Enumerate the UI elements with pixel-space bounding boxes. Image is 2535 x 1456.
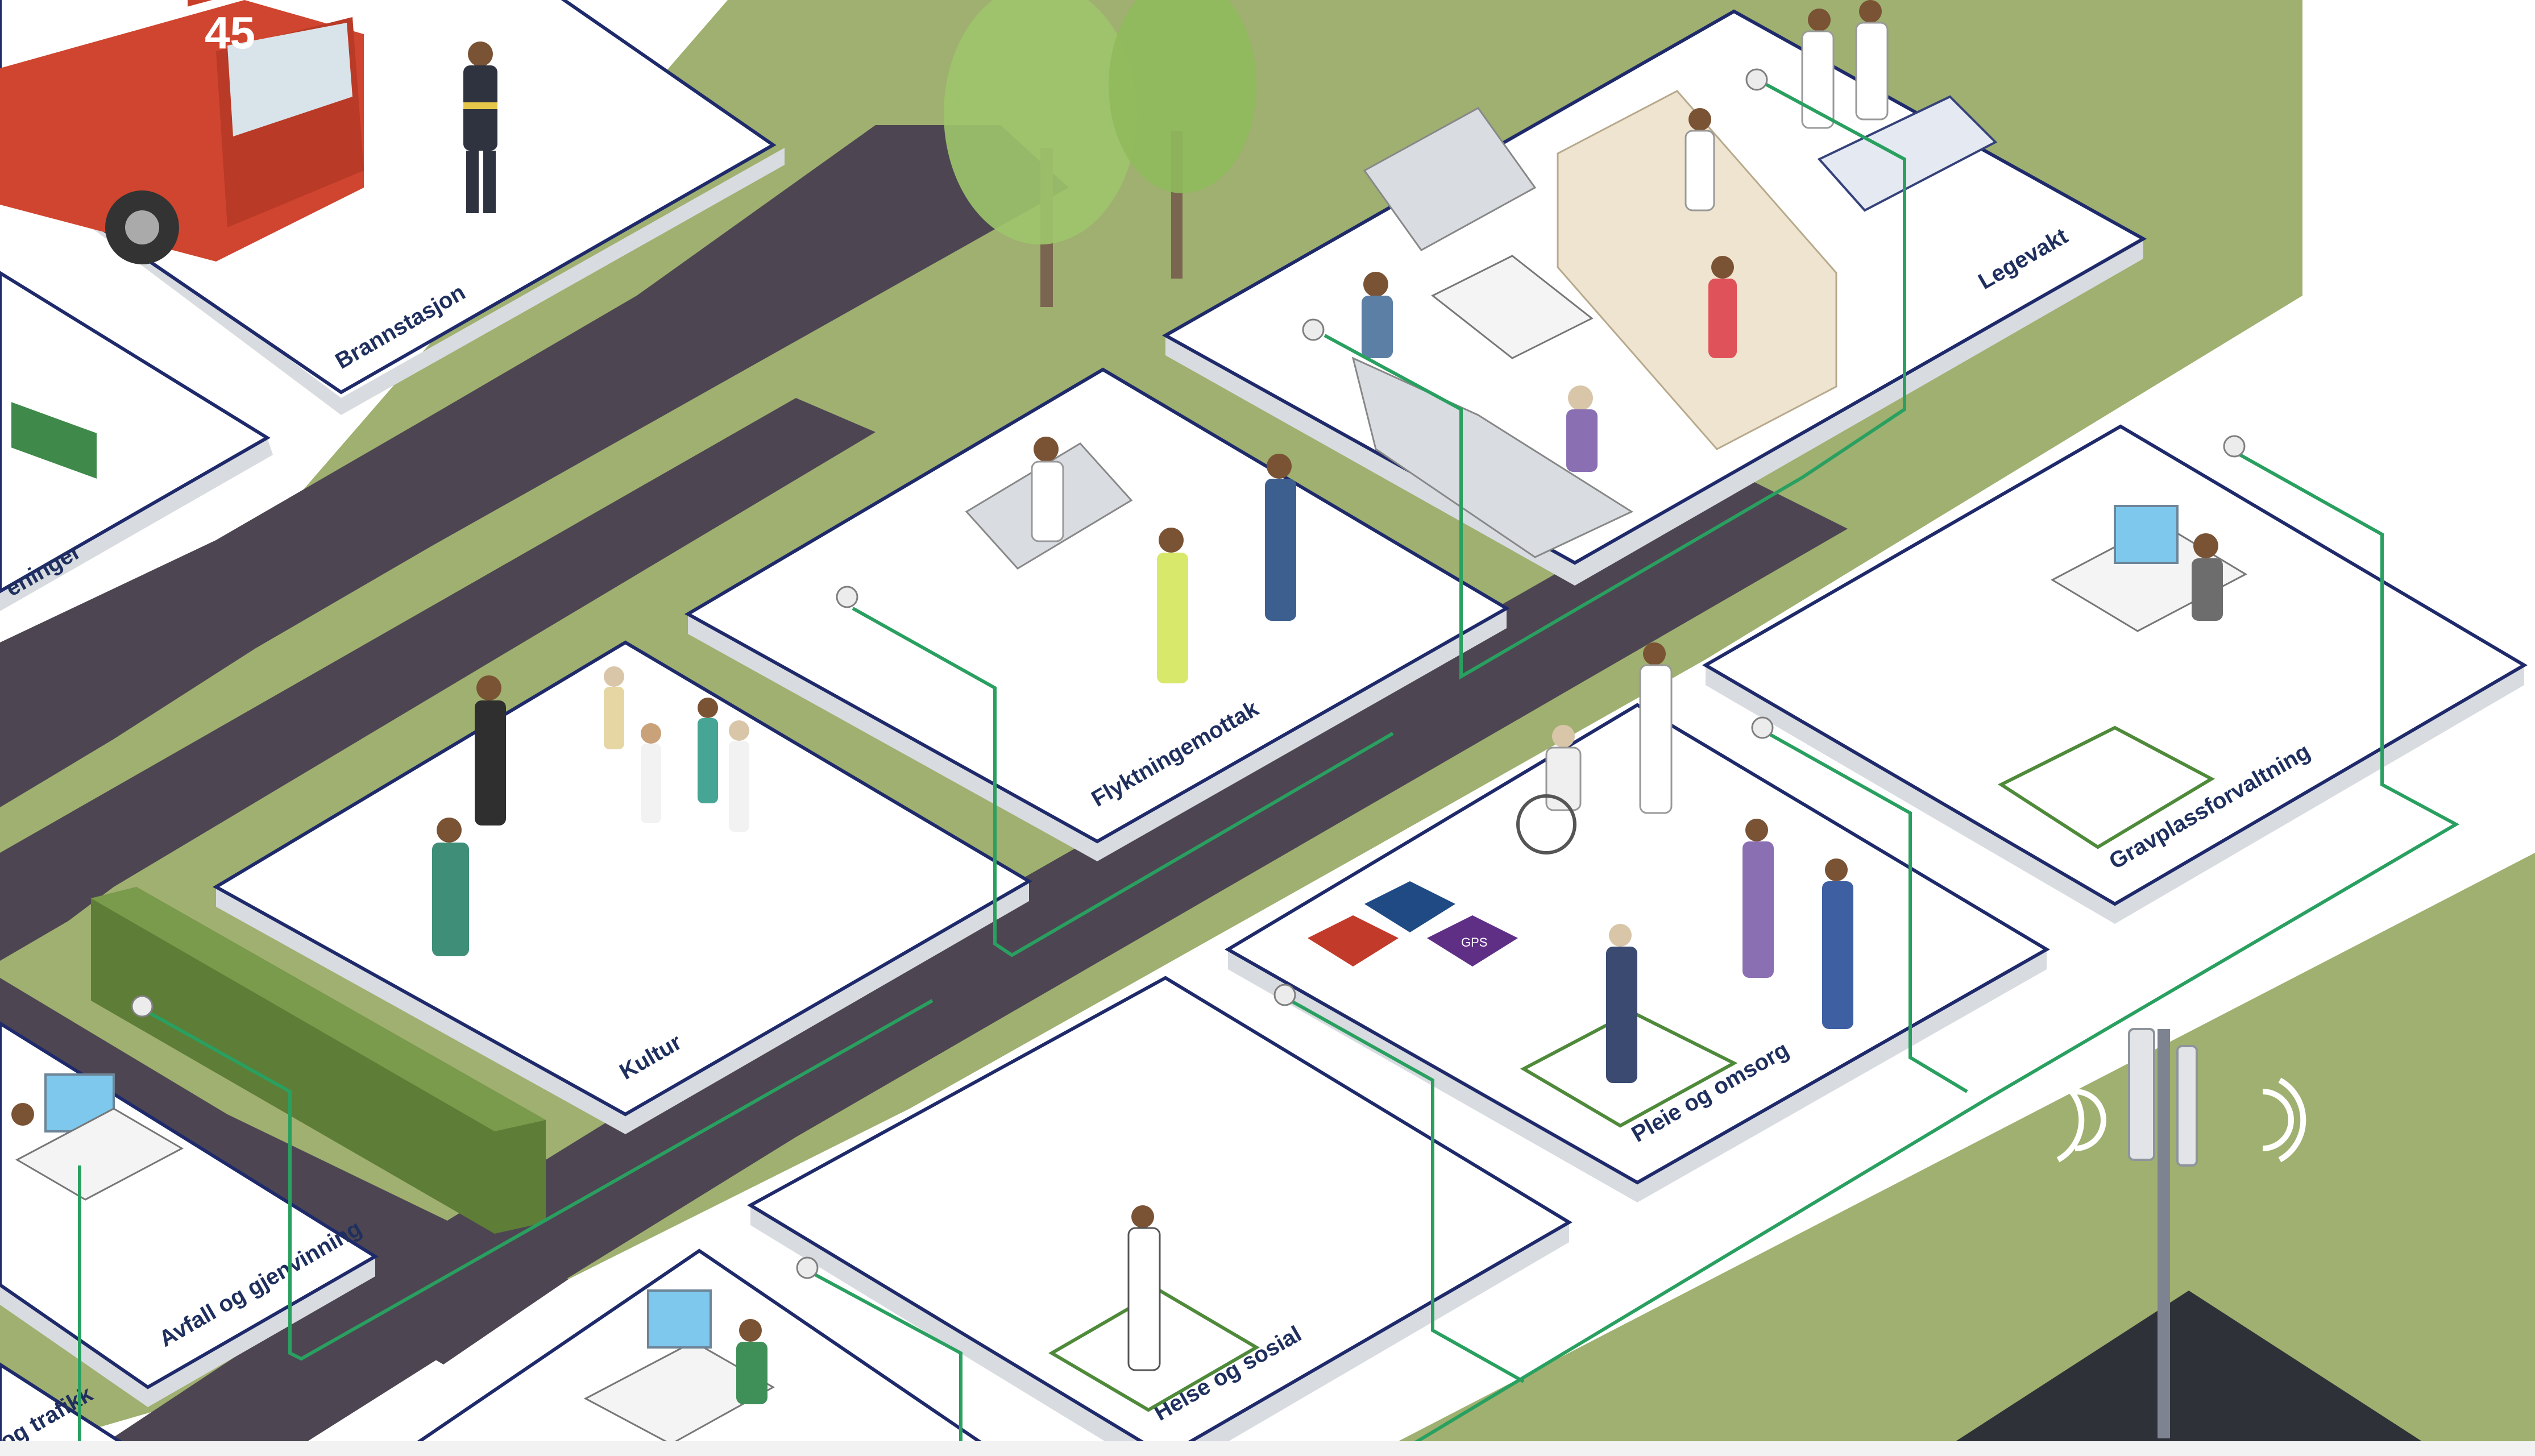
waiting-chairs bbox=[1363, 107, 1537, 251]
office-desk bbox=[583, 1341, 775, 1445]
antenna-tower bbox=[2128, 1028, 2198, 1438]
circuit-board-icon bbox=[11, 402, 97, 479]
grave-plot-marker bbox=[1997, 725, 2215, 849]
pad-helse-og-sosial: Helse og sosial bbox=[746, 976, 1573, 1456]
sensor-icon bbox=[2223, 435, 2246, 458]
road-lower-left bbox=[0, 978, 569, 1364]
sensor-icon bbox=[1745, 68, 1768, 91]
road-left bbox=[0, 398, 876, 961]
person-helse-body bbox=[1127, 1227, 1161, 1371]
safe-zone-marker bbox=[1520, 1010, 1738, 1128]
wheelchair-icon bbox=[1516, 794, 1576, 854]
network-cables bbox=[78, 81, 2460, 1456]
gps-badge-label: GPS bbox=[1461, 935, 1487, 949]
hedge bbox=[91, 887, 546, 1234]
people-kultur bbox=[432, 666, 749, 956]
gps-badge bbox=[1427, 915, 1518, 966]
office-worker-body bbox=[2192, 558, 2223, 621]
reception-desk bbox=[1557, 90, 1837, 450]
pad-pleie-og-omsorg: Pleie og omsorg GPS bbox=[1225, 642, 2050, 1202]
person-helse bbox=[1131, 1205, 1154, 1228]
pad-kultur: Kultur bbox=[212, 640, 1032, 1134]
office-worker bbox=[11, 1103, 34, 1126]
patient-bed bbox=[1817, 95, 1998, 212]
sensor-icon bbox=[1302, 318, 1325, 341]
sensor-icon bbox=[796, 1256, 819, 1279]
building-roof bbox=[1933, 1291, 2445, 1456]
pad-gravplassforvaltning: Gravplassforvaltning bbox=[1702, 424, 2528, 924]
wheel-hub bbox=[125, 210, 159, 244]
coffee-table bbox=[1431, 255, 1594, 359]
blood-drop-badge bbox=[1308, 915, 1399, 966]
fire-truck: 45 bbox=[0, 0, 364, 264]
people-flyktningemottak bbox=[1031, 437, 1296, 683]
sensor-icon bbox=[1273, 984, 1296, 1006]
sensor-icon bbox=[1751, 716, 1774, 739]
pad-eninger: eninger bbox=[0, 271, 273, 611]
office-worker bbox=[2193, 533, 2218, 558]
sensor-icon bbox=[836, 586, 858, 608]
iot-sensors bbox=[131, 68, 2246, 1279]
bottom-strip bbox=[0, 1441, 2535, 1456]
office-worker bbox=[739, 1319, 762, 1342]
tree-crown bbox=[1109, 0, 1256, 193]
people-pleie-og-omsorg bbox=[1516, 642, 1853, 1083]
office-desk bbox=[15, 1107, 184, 1201]
trees bbox=[944, 0, 1256, 307]
computer-monitor-icon bbox=[2114, 505, 2179, 564]
water-drop-badge bbox=[1364, 881, 1455, 932]
fire-truck-number: 45 bbox=[205, 7, 255, 58]
road-upper bbox=[0, 125, 1069, 807]
pad-avfall-og-gjenvinning: Avfall og gjenvinning bbox=[0, 1021, 379, 1407]
people-legevakt bbox=[1362, 0, 1889, 472]
hedge-top bbox=[91, 887, 546, 1131]
firefighter-figure bbox=[463, 42, 497, 213]
wifi-signal-icon bbox=[2056, 1077, 2306, 1163]
pad-office-bottom bbox=[395, 1248, 1004, 1456]
tree-crown bbox=[944, 0, 1137, 244]
computer-monitor-icon bbox=[647, 1289, 712, 1349]
pad-legevakt: Legevakt bbox=[1161, 0, 2147, 586]
grass-area-lower-right bbox=[1336, 853, 2535, 1456]
safe-zone-marker bbox=[1048, 1288, 1260, 1412]
office-worker-body bbox=[736, 1342, 767, 1404]
sensor-icon bbox=[131, 995, 153, 1018]
